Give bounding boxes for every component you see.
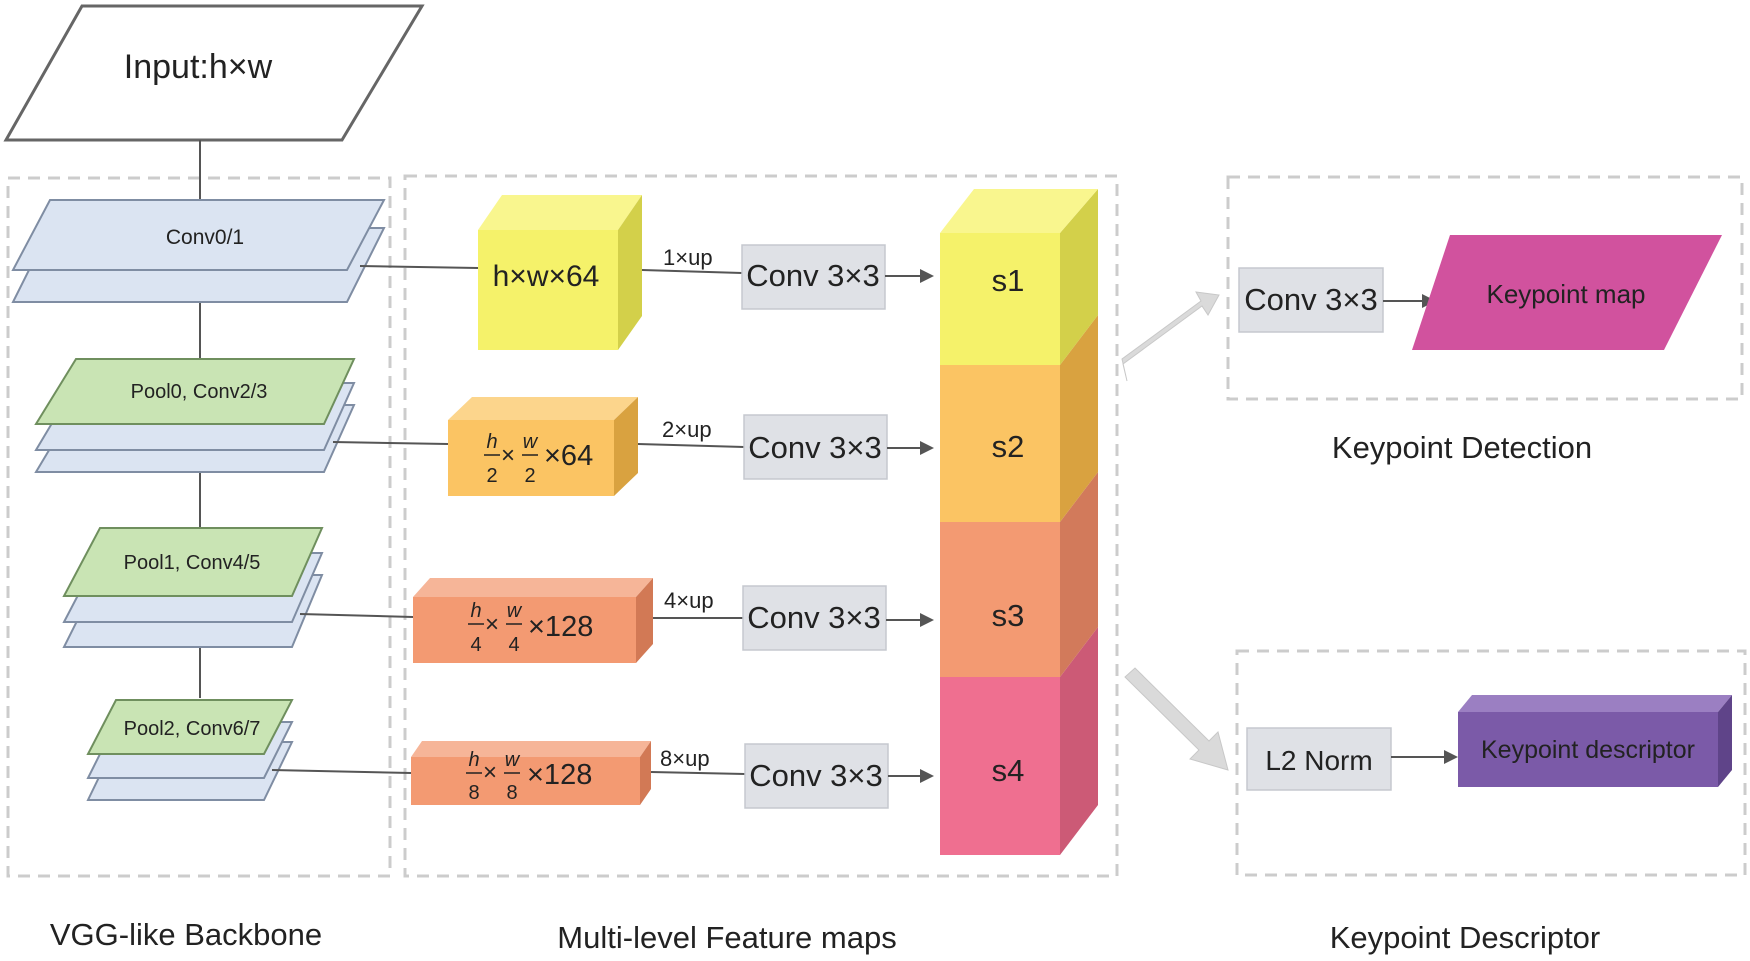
backbone-layer-pool0-conv2-3: Pool0, Conv2/3: [34, 358, 356, 473]
conv-label: Conv 3×3: [746, 258, 880, 293]
conv-label: Conv 3×3: [747, 600, 881, 635]
times-sign: ×: [501, 442, 515, 469]
feature-channels-label: ×64: [544, 440, 593, 472]
backbone-to-feature-3: [271, 769, 412, 774]
input-label: Input:h×w: [124, 48, 273, 86]
detection-conv-box: Conv 3×3: [1238, 267, 1384, 333]
feature-w-denominator: 4: [508, 634, 519, 656]
arrow-conv-to-s4: [888, 769, 934, 783]
scale-block-s1: [940, 233, 1060, 365]
feature-size-label: h×w×64: [493, 260, 600, 293]
feature-w-denominator: 8: [506, 782, 517, 804]
keypoint-map-node: Keypoint map: [1412, 235, 1722, 350]
l2-norm-label: L2 Norm: [1265, 745, 1372, 776]
backbone-layer-label: Pool1, Conv4/5: [124, 552, 261, 574]
conv-box-0: Conv 3×3: [741, 244, 886, 310]
feature-maps-frame: [403, 174, 1119, 878]
backbone-to-feature-1: [332, 441, 449, 445]
descriptor-caption: Keypoint Descriptor: [1330, 920, 1601, 955]
backbone-layer-label: Pool2, Conv6/7: [124, 718, 261, 740]
feature-h-numerator: h: [468, 749, 479, 771]
feature-w-numerator: w: [523, 431, 539, 453]
conv-label: Conv 3×3: [749, 758, 883, 793]
feature-channels-label: ×128: [527, 759, 592, 791]
backbone-layer-label: Conv0/1: [166, 226, 244, 249]
times-sign: ×: [483, 759, 497, 786]
backbone-to-feature-0: [359, 265, 479, 269]
upsample-label: 1×up: [663, 245, 713, 270]
feature-map-3: h 8 × w 8 ×128: [411, 741, 651, 805]
feature-map-1: h 2 × w 2 ×64: [448, 397, 638, 496]
feature-w-denominator: 2: [524, 465, 535, 487]
arrow-to-detection: [1121, 291, 1220, 382]
arrow-to-descriptor-node: [1391, 750, 1458, 764]
scale-block-s3: [940, 522, 1060, 677]
keypoint-map-label: Keypoint map: [1487, 279, 1646, 309]
keypoint-descriptor-node: Keypoint descriptor: [1458, 695, 1732, 787]
conv-label: Conv 3×3: [748, 430, 882, 465]
feature-h-denominator: 8: [468, 782, 479, 804]
conv-box-3: Conv 3×3: [744, 743, 889, 809]
detection-frame: [1226, 175, 1744, 401]
feature-h-denominator: 4: [470, 634, 481, 656]
scale-label: s4: [992, 753, 1025, 788]
detection-conv-label: Conv 3×3: [1244, 282, 1378, 317]
keypoint-descriptor-label: Keypoint descriptor: [1481, 736, 1695, 764]
feature-map-0: h×w×64: [478, 195, 642, 350]
arrow-conv-to-s2: [887, 441, 934, 455]
backbone-to-feature-2: [299, 613, 414, 618]
upsample-connector-0: [641, 269, 743, 274]
feature-h-numerator: h: [486, 431, 497, 453]
feature-map-2: h 4 × w 4 ×128: [413, 578, 653, 663]
upsample-label: 2×up: [662, 417, 712, 442]
backbone-layer-label: Pool0, Conv2/3: [131, 381, 268, 403]
feature-w-numerator: w: [507, 600, 523, 622]
feature-h-numerator: h: [470, 600, 481, 622]
backbone-caption: VGG-like Backbone: [50, 917, 322, 952]
backbone-layer-conv0-1: Conv0/1: [11, 199, 386, 303]
arrow-conv-to-s1: [885, 269, 934, 283]
backbone-layer-pool2-conv6-7: Pool2, Conv6/7: [86, 699, 294, 801]
upsample-connector-1: [637, 443, 745, 448]
scale-label: s2: [992, 429, 1025, 464]
upsample-connector-3: [650, 771, 746, 775]
feature-w-numerator: w: [505, 749, 521, 771]
descriptor-frame: [1235, 649, 1747, 877]
feature-maps-caption: Multi-level Feature maps: [557, 920, 896, 955]
scale-stack: s1 s2 s3 s4: [940, 189, 1098, 855]
l2-norm-box: L2 Norm: [1246, 727, 1392, 791]
backbone-layer-pool1-conv4-5: Pool1, Conv4/5: [62, 527, 324, 648]
conv-box-1: Conv 3×3: [743, 414, 888, 480]
feature-h-denominator: 2: [486, 465, 497, 487]
arrow-conv-to-s3: [886, 613, 934, 627]
feature-channels-label: ×128: [528, 611, 593, 643]
input-node: Input:h×w: [3, 4, 425, 142]
detection-caption: Keypoint Detection: [1332, 430, 1592, 465]
upsample-label: 8×up: [660, 746, 710, 771]
conv-box-2: Conv 3×3: [742, 585, 887, 651]
scale-label: s3: [992, 598, 1025, 633]
arrow-to-descriptor: [1124, 667, 1229, 771]
times-sign: ×: [485, 611, 499, 638]
upsample-label: 4×up: [664, 588, 714, 613]
scale-label: s1: [992, 263, 1025, 298]
scale-block-s4: [940, 677, 1060, 855]
scale-block-s2: [940, 365, 1060, 522]
